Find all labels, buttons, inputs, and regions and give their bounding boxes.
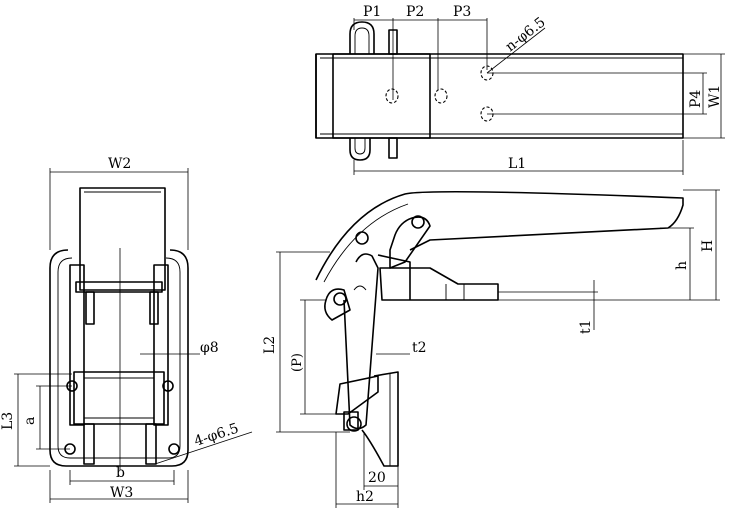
dim-n-phi-label: n-φ6.5	[503, 14, 549, 55]
dim-w3-label: W3	[110, 485, 133, 501]
side-view: H h t1 L2 (P) t2 20 h2	[262, 189, 720, 508]
front-view: W2 φ8 L3 a 4-φ6.5 b W3	[0, 156, 253, 503]
dim-w2-label: W2	[108, 156, 131, 172]
dim-H-label: H	[700, 240, 716, 252]
top-view: P1 P2 P3 n-φ6.5 P4 W1 L1	[315, 4, 725, 175]
dim-t1-label: t1	[578, 319, 594, 334]
dim-l3-label: L3	[0, 412, 16, 430]
dim-t2-label: t2	[412, 340, 427, 356]
dim-phi8-label: φ8	[200, 340, 219, 356]
dim-a-label: a	[22, 417, 38, 425]
dim-p1-label: P1	[363, 4, 381, 20]
dim-l2-label: L2	[262, 336, 278, 354]
dim-h2-label: h2	[356, 489, 374, 505]
dim-p4-label: P4	[688, 90, 704, 108]
dim-p2-label: P2	[406, 4, 424, 20]
dim-4-phi-label: 4-φ6.5	[192, 420, 240, 449]
dim-l1-label: L1	[508, 156, 526, 172]
dim-w1-label: W1	[707, 85, 723, 108]
dim-p3-label: P3	[453, 4, 471, 20]
dim-p-paren-label: (P)	[290, 353, 305, 372]
dim-20-label: 20	[368, 470, 386, 486]
dim-h-label: h	[674, 261, 690, 270]
dim-b-label: b	[116, 465, 125, 481]
